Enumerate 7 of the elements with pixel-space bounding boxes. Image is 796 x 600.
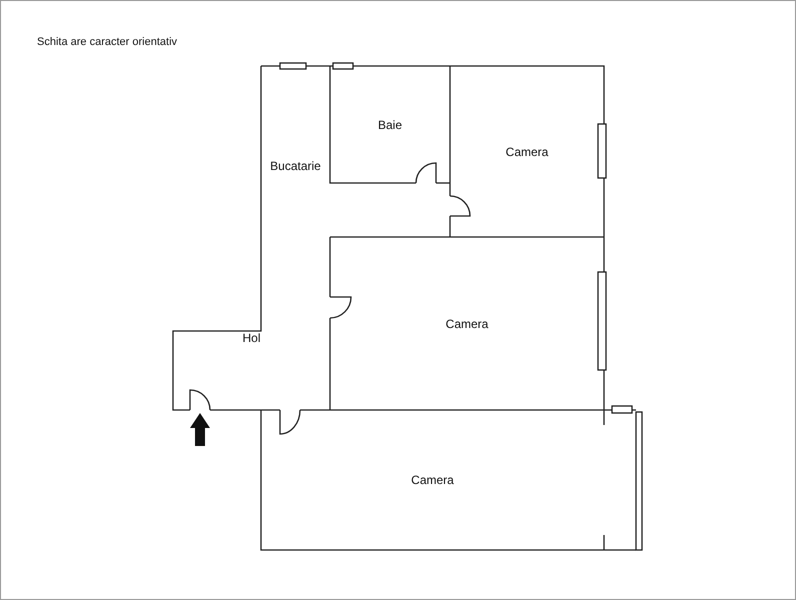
room-label: Hol <box>242 331 260 345</box>
room-label: Camera <box>506 144 548 158</box>
note-text: Schita are caracter orientativ <box>37 36 178 48</box>
room-label: Camera <box>411 473 454 487</box>
room-label: Camera <box>446 316 488 330</box>
room-label: Bucatarie <box>270 159 321 173</box>
room-label: Baie <box>378 118 402 132</box>
